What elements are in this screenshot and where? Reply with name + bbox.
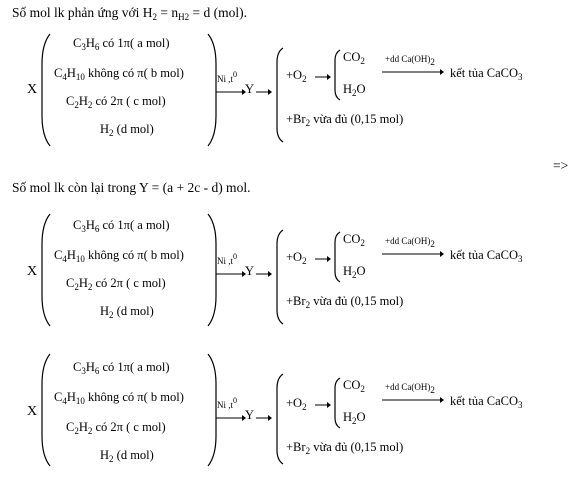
carbon-dioxide: CO2 [343, 378, 365, 394]
branch-brace [276, 373, 284, 465]
water: H2O [343, 410, 366, 426]
branch-brace [276, 47, 284, 143]
calcium-carbonate-precipitate: kết tủa CaCO3 [450, 248, 523, 264]
reactant-propene: C3H6 có 1π( a mol) [73, 36, 170, 52]
branch-brace [276, 229, 284, 325]
oxygen-reagent: +O2 [286, 396, 307, 412]
bromine-reagent: +Br2 vừa đủ (0,15 mol) [286, 440, 404, 456]
arrow-precipitation [382, 251, 444, 257]
reactant-propene: C3H6 có 1π( a mol) [73, 360, 170, 376]
right-brace [207, 213, 217, 327]
bromine-reagent: +Br2 vừa đủ (0,15 mol) [286, 294, 404, 310]
arrow-to-y [216, 415, 246, 421]
arrow-precipitation [382, 397, 444, 403]
implies-mark: => [553, 158, 569, 173]
reactant-acetylene: C2H2 có 2π ( c mol) [66, 420, 166, 436]
mixture-x-label: X [27, 404, 38, 419]
arrow-y-branch [256, 415, 272, 421]
arrow-y-branch [256, 271, 272, 277]
reactant-butane: C4H10 không có π( b mol) [54, 390, 184, 406]
oxygen-reagent: +O2 [286, 250, 307, 266]
statement-bonds-remaining: Số mol lk còn lại trong Y = (a + 2c - d)… [12, 180, 251, 195]
arrow-y-branch [256, 89, 272, 95]
reactant-hydrogen: H2 (d mol) [100, 122, 154, 138]
reactant-butane: C4H10 không có π( b mol) [54, 248, 184, 264]
water: H2O [343, 82, 366, 98]
left-brace [41, 353, 51, 467]
combustion-brace [334, 231, 341, 283]
mixture-x-label: X [27, 82, 38, 97]
right-brace [207, 353, 217, 467]
left-brace [41, 33, 51, 147]
product-y-label: Y [245, 264, 255, 278]
limewater-reagent: +dd Ca(OH)2 [385, 54, 435, 67]
arrow-precipitation [382, 69, 444, 75]
carbon-dioxide: CO2 [343, 232, 365, 248]
mixture-x-label: X [27, 264, 38, 279]
calcium-carbonate-precipitate: kết tủa CaCO3 [450, 66, 523, 82]
left-brace [41, 213, 51, 327]
carbon-dioxide: CO2 [343, 50, 365, 66]
reaction-scheme-1: X C3H6 có 1π( a mol) C4H10 không có π( b… [0, 30, 585, 160]
limewater-reagent: +dd Ca(OH)2 [385, 236, 435, 249]
reactant-hydrogen: H2 (d mol) [100, 304, 154, 320]
product-y-label: Y [245, 82, 255, 96]
combustion-brace [334, 49, 341, 101]
arrow-to-y [216, 271, 246, 277]
reactant-acetylene: C2H2 có 2π ( c mol) [66, 276, 166, 292]
calcium-carbonate-precipitate: kết tủa CaCO3 [450, 394, 523, 410]
reactant-hydrogen: H2 (d mol) [100, 448, 154, 464]
arrow-combustion [315, 402, 331, 408]
catalyst-label: Ni ,t0 [217, 70, 238, 85]
reaction-scheme-2: X C3H6 có 1π( a mol) C4H10 không có π( b… [0, 208, 585, 338]
arrow-combustion [315, 256, 331, 262]
combustion-brace [334, 377, 341, 429]
arrow-to-y [216, 89, 246, 95]
arrow-combustion [315, 74, 331, 80]
statement-bonds-reacted: Số mol lk phản ứng với H2 = nH2 = d (mol… [12, 5, 247, 22]
reactant-propene: C3H6 có 1π( a mol) [73, 218, 170, 234]
water: H2O [343, 264, 366, 280]
catalyst-label: Ni ,t0 [217, 252, 238, 267]
limewater-reagent: +dd Ca(OH)2 [385, 382, 435, 395]
reactant-butane: C4H10 không có π( b mol) [54, 66, 184, 82]
reaction-scheme-3: X C3H6 có 1π( a mol) C4H10 không có π( b… [0, 348, 585, 478]
oxygen-reagent: +O2 [286, 68, 307, 84]
bromine-reagent: +Br2 vừa đủ (0,15 mol) [286, 112, 404, 128]
product-y-label: Y [245, 408, 255, 422]
reactant-acetylene: C2H2 có 2π ( c mol) [66, 94, 166, 110]
catalyst-label: Ni ,t0 [217, 396, 238, 411]
right-brace [207, 33, 217, 147]
